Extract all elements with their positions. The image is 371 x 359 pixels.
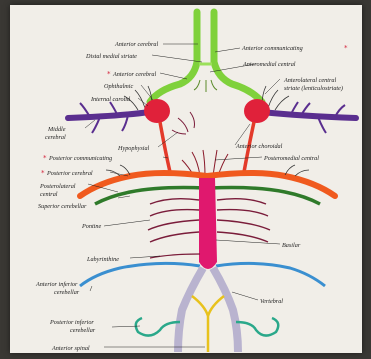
- label-pontine: Pontine: [81, 223, 101, 230]
- hypophysial-branches: [172, 112, 195, 134]
- label-middle-cerebral-line1: Middle: [47, 126, 66, 133]
- basilar-vessel: [199, 178, 217, 269]
- label-anterior-cerebral-top: Anterior cerebral: [114, 41, 159, 48]
- label-aica-line1: Anterior inferior: [35, 281, 78, 288]
- internal-carotid-left: [144, 99, 170, 123]
- marker-posterior-cerebral: *: [41, 169, 45, 177]
- label-distal-medial-striate: Distal medial striate: [85, 53, 137, 60]
- middle-cerebral-right-vessel: [262, 112, 356, 118]
- label-ophthalmic: Ophthalmic: [104, 83, 133, 90]
- label-posterolateral-central-line2: central: [40, 191, 58, 198]
- anteromedial-branches: [194, 80, 217, 92]
- anterior-cerebral-right-vessel: [214, 12, 262, 102]
- anterior-spinal-vessel: [192, 296, 224, 352]
- internal-carotid-right: [244, 99, 270, 123]
- aica-left-vessel: [80, 263, 200, 286]
- label-anterior-spinal: Anterior spinal: [51, 345, 90, 352]
- superior-cerebellar-left-vessel: [95, 188, 205, 205]
- label-superior-cerebellar: Superior cerebellar: [38, 203, 87, 210]
- middle-cerebral-left-vessel: [68, 112, 150, 118]
- label-labyrinthine: Labyrinthine: [86, 256, 119, 263]
- label-posterolateral-central-line1: Posterolateral: [39, 183, 76, 190]
- vertebral-left-vessel: [178, 268, 203, 352]
- marker-anterior-cerebral: *: [107, 70, 111, 78]
- label-pica-line1: Posterior inferior: [49, 319, 94, 326]
- label-posterior-communicating: Posterior communicating: [48, 155, 112, 162]
- label-posterior-cerebral: Posterior cerebral: [46, 170, 93, 177]
- label-middle-cerebral-line2: cerebral: [45, 134, 66, 141]
- label-anterior-cerebral: Anterior cerebral: [112, 71, 157, 78]
- marker-anterior-communicating: *: [344, 44, 348, 52]
- label-anterolateral-central-line2: striate (lenticulostriate): [284, 85, 343, 92]
- label-anterior-communicating: Anterior communicating: [241, 45, 303, 52]
- vertebral-right-vessel: [213, 268, 238, 352]
- posterior-communicating-left-vessel: [160, 122, 170, 172]
- label-anteromedial-central: Anteromedial central: [242, 61, 296, 68]
- label-pica-line2: cerebellar: [70, 327, 96, 334]
- label-basilar: Basilar: [282, 242, 301, 249]
- pica-left-vessel: [136, 318, 180, 336]
- posterior-cerebral-right-vessel: [207, 173, 335, 196]
- anterior-cerebral-left-vessel: [150, 12, 197, 102]
- label-hypophysial: Hypophysial: [117, 145, 150, 152]
- label-internal-carotid: Internal carotid: [90, 96, 131, 103]
- label-anterolateral-central-line1: Anterolateral central: [283, 77, 336, 84]
- label-vertebral: Vertebral: [260, 298, 283, 305]
- posterior-cerebral-left-vessel: [80, 173, 207, 196]
- superior-cerebellar-right-vessel: [210, 188, 320, 205]
- aica-right-vessel: [216, 263, 325, 286]
- label-aica-line2: cerebellar: [54, 289, 80, 296]
- label-posteromedial-central: Posteromedial central: [263, 155, 319, 162]
- pica-right-vessel: [236, 318, 278, 336]
- marker-posterior-communicating: *: [43, 154, 47, 162]
- label-anterior-choroidal: Anterior choroidal: [235, 143, 283, 150]
